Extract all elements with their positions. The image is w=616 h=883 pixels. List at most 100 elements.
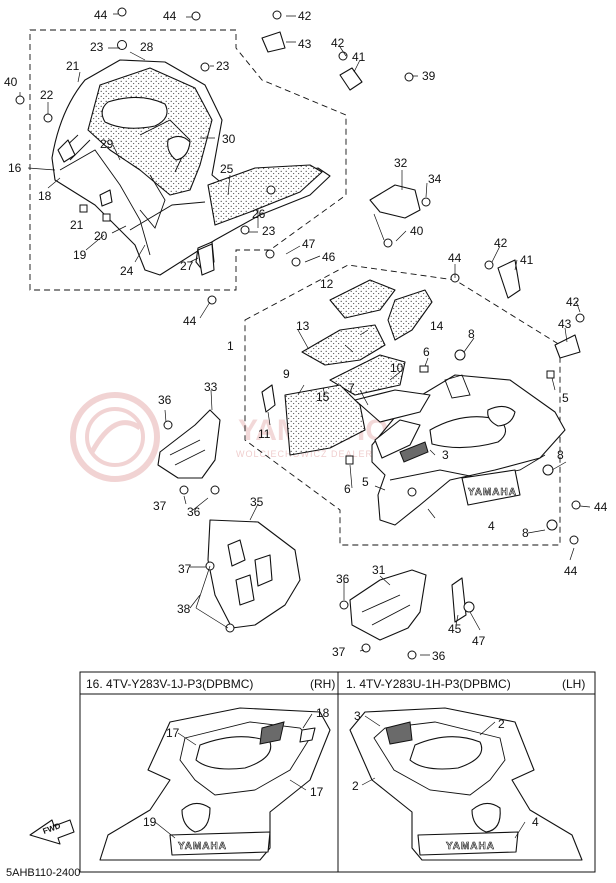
- decal-brand-lower: YAMAHA: [468, 487, 517, 498]
- callout-6a: 6: [423, 345, 430, 359]
- callout-29: 29: [100, 137, 114, 151]
- panel-callout-2a: 2: [498, 717, 505, 731]
- part-32: [369, 184, 421, 219]
- callout-40a: 40: [4, 75, 18, 89]
- part-31: [349, 569, 427, 641]
- group-outline-1: [244, 264, 561, 546]
- callout-36a: 36: [158, 393, 172, 407]
- callout-44b: 44: [163, 9, 177, 23]
- callout-43a: 43: [298, 37, 312, 51]
- callout-6b: 6: [344, 482, 351, 496]
- callout-1: 1: [227, 339, 234, 353]
- callout-23c: 23: [262, 224, 276, 238]
- part-14: [387, 289, 433, 341]
- callout-33: 33: [204, 380, 218, 394]
- callout-19: 19: [73, 248, 87, 262]
- callout-36b: 36: [187, 505, 201, 519]
- decal-brand-lh: YAMAHA: [446, 841, 495, 852]
- panel-leaders: [154, 713, 526, 839]
- callout-labels: 44 44 42 23 28 43 42 41 23 21 39 40 22 3…: [4, 8, 608, 663]
- callout-41b: 41: [520, 253, 534, 267]
- callout-43b: 43: [558, 317, 572, 331]
- part-9: [284, 384, 366, 456]
- panel-title-lh: 1. 4TV-Y283U-1H-P3(DPBMC): [346, 677, 511, 691]
- panel-callout-3: 3: [354, 709, 361, 723]
- panel-callout-17b: 17: [310, 785, 324, 799]
- callout-40b: 40: [410, 224, 424, 238]
- callout-7: 7: [348, 381, 355, 395]
- callout-38: 38: [177, 602, 191, 616]
- callout-5a: 5: [562, 391, 569, 405]
- callout-46: 46: [322, 250, 336, 264]
- panel-side-lh: (LH): [562, 677, 585, 691]
- callout-42a: 42: [298, 9, 312, 23]
- callout-31: 31: [372, 563, 386, 577]
- part-41b: [497, 259, 521, 299]
- callout-8c: 8: [522, 526, 529, 540]
- callout-28: 28: [140, 40, 154, 54]
- callout-3a: 3: [442, 448, 449, 462]
- decal-brand-rh: YAMAHA: [178, 841, 227, 852]
- callout-23a: 23: [90, 40, 104, 54]
- callout-9: 9: [283, 367, 290, 381]
- panel-callout-19: 19: [143, 815, 157, 829]
- callout-37b: 37: [178, 562, 192, 576]
- part-43b: [554, 334, 581, 359]
- callout-42c: 42: [494, 236, 508, 250]
- callout-10: 10: [390, 361, 404, 375]
- callout-11: 11: [258, 427, 271, 441]
- part-13: [301, 324, 386, 366]
- panel-callouts: 17 18 17 19 3 2 2 4: [143, 706, 539, 829]
- part-33: [157, 409, 221, 479]
- fwd-arrow-icon: FWD: [29, 819, 75, 845]
- part-45: [451, 577, 467, 623]
- callout-30: 30: [222, 132, 236, 146]
- callout-16: 16: [8, 161, 22, 175]
- callout-34: 34: [428, 172, 442, 186]
- leader-lines: [19, 13, 591, 656]
- callout-24: 24: [120, 264, 134, 278]
- panel-side-rh: (RH): [310, 677, 335, 691]
- callout-45: 45: [448, 622, 462, 636]
- callout-8b: 8: [557, 448, 564, 462]
- callout-44c: 44: [448, 251, 462, 265]
- callout-25: 25: [220, 162, 234, 176]
- callout-13: 13: [296, 319, 310, 333]
- under-cowling-lh: YAMAHA: [371, 374, 566, 526]
- callout-37a: 37: [153, 499, 167, 513]
- callout-4a: 4: [488, 519, 495, 533]
- watermark-tagline: WOLCIECHOWICZ DEALER YAMAHA: [236, 449, 420, 459]
- callout-23b: 23: [216, 59, 230, 73]
- panel-title-rh: 16. 4TV-Y283V-1J-P3(DPBMC): [86, 677, 253, 691]
- callout-8a: 8: [468, 327, 475, 341]
- callout-22: 22: [40, 88, 54, 102]
- part-41: [339, 67, 363, 91]
- callout-37c: 37: [332, 645, 346, 659]
- part-43: [261, 31, 286, 53]
- callout-42d: 42: [566, 295, 580, 309]
- diagram-code: 5AHB110-2400: [6, 867, 80, 879]
- part-11: [261, 384, 276, 413]
- part-7: [354, 389, 431, 423]
- lh-decal-graphic: YAMAHA: [349, 707, 583, 861]
- callout-35: 35: [250, 495, 264, 509]
- callout-36d: 36: [432, 649, 446, 663]
- callout-44d: 44: [183, 314, 197, 328]
- part-27: [197, 243, 215, 276]
- graphics-panel: 16. 4TV-Y283V-1J-P3(DPBMC) (RH) 1. 4TV-Y…: [79, 671, 596, 873]
- panel-callout-17a: 17: [166, 726, 180, 740]
- callout-47a: 47: [302, 237, 316, 251]
- callout-20: 20: [94, 229, 108, 243]
- callout-27: 27: [180, 259, 194, 273]
- panel-callout-4: 4: [532, 815, 539, 829]
- callout-14: 14: [430, 319, 444, 333]
- panel-callout-18: 18: [316, 706, 330, 720]
- inner-panel-assembly: [261, 279, 433, 456]
- callout-15: 15: [316, 390, 330, 404]
- rh-decal-graphic: YAMAHA: [99, 707, 331, 861]
- callout-26: 26: [252, 207, 266, 221]
- callout-12: 12: [320, 277, 334, 291]
- callout-18: 18: [38, 189, 52, 203]
- watermark-logo: [70, 392, 160, 482]
